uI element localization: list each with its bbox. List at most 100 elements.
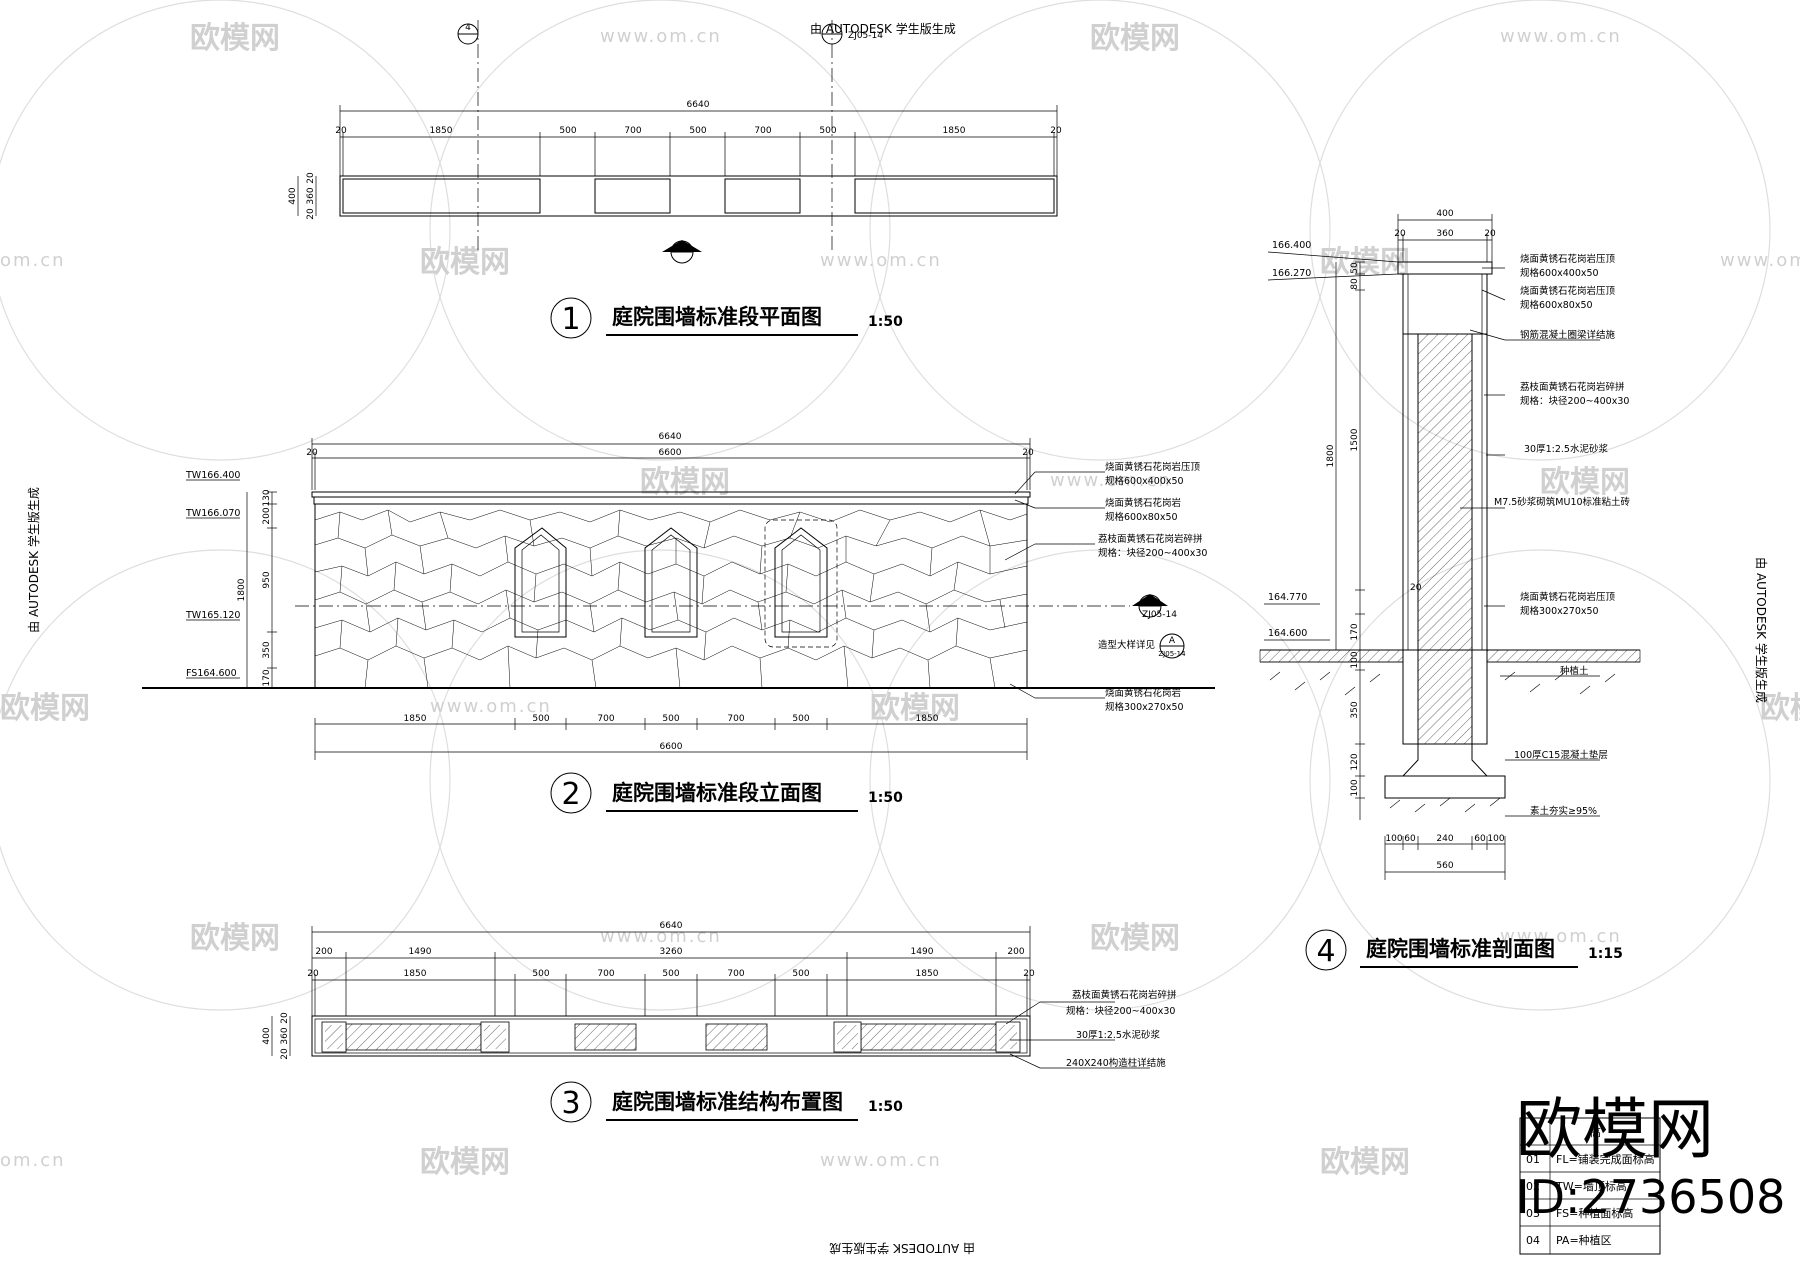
watermark-url: www.om.cn — [600, 926, 722, 947]
section-footing — [1401, 744, 1489, 777]
watermark-brand: 欧模网 — [870, 691, 960, 726]
section-scale: 1:15 — [1588, 946, 1623, 962]
structure-lower-ticks — [314, 974, 1028, 1016]
svg-text:20: 20 — [1023, 969, 1035, 979]
svg-text:1850: 1850 — [404, 714, 427, 724]
svg-text:6640: 6640 — [660, 921, 683, 931]
watermark-brand: 欧模网 — [1540, 465, 1630, 500]
section-notes: 烧面黄锈石花岗岩压顶 规格600x400x50 烧面黄锈石花岗岩压顶 规格600… — [1460, 253, 1631, 817]
svg-text:TW=墙顶标高: TW=墙顶标高 — [1555, 1179, 1627, 1193]
watermark-url: www.om.cn — [600, 26, 722, 47]
dim-plan-seg: 1850 — [943, 126, 966, 136]
section-coping — [1397, 261, 1493, 275]
legend-table: 高 01 FL=铺装完成面标高 02 TW=墙顶标高 03 FS=种植面标高 0… — [1519, 1117, 1661, 1255]
svg-text:03: 03 — [1526, 1207, 1540, 1220]
svg-text:FS164.600: FS164.600 — [186, 668, 237, 679]
plan-scale: 1:50 — [868, 314, 903, 330]
svg-text:FL=铺装完成面标高: FL=铺装完成面标高 — [1556, 1152, 1655, 1166]
plan-number: 1 — [561, 302, 580, 337]
svg-text:240X240构造柱详结施: 240X240构造柱详结施 — [1066, 1057, 1166, 1069]
watermark-url: www.om.cn — [1720, 250, 1800, 271]
dim-plan-depth: 400 — [288, 187, 298, 204]
dim-plan-seg: 500 — [689, 126, 706, 136]
svg-text:烧面黄锈石花岗岩: 烧面黄锈石花岗岩 — [1105, 687, 1181, 699]
svg-text:200: 200 — [315, 947, 332, 957]
svg-text:造型大样详见: 造型大样详见 — [1098, 639, 1155, 651]
svg-text:规格600x400x50: 规格600x400x50 — [1520, 267, 1599, 279]
autodesk-stamp-top: 由 AUTODESK 学生版生成 — [810, 21, 956, 36]
svg-text:荔枝面黄锈石花岗岩碎拼: 荔枝面黄锈石花岗岩碎拼 — [1520, 381, 1625, 393]
watermark-url: www.om.cn — [1500, 26, 1622, 47]
elevation-scale: 1:50 — [868, 790, 903, 806]
svg-text:3260: 3260 — [660, 947, 683, 957]
watermark-brand: 欧模网 — [190, 921, 280, 956]
plan-panel — [594, 178, 671, 214]
plan-wall-outline — [339, 175, 1058, 217]
svg-text:500: 500 — [662, 969, 679, 979]
svg-text:500: 500 — [532, 714, 549, 724]
svg-text:700: 700 — [597, 714, 614, 724]
dim-plan-seg: 700 — [624, 126, 641, 136]
svg-text:100: 100 — [1487, 834, 1504, 844]
svg-text:60: 60 — [1474, 834, 1486, 844]
elev-bottom-ticks — [314, 718, 1028, 760]
svg-text:1850: 1850 — [916, 969, 939, 979]
watermark-arcs — [0, 0, 1771, 1011]
structure-outline — [311, 1015, 1031, 1057]
section-number: 4 — [1316, 934, 1335, 969]
svg-text:240: 240 — [1436, 834, 1453, 844]
watermark-url: www.om.cn — [820, 250, 942, 271]
watermark-url: www.om.cn — [820, 1150, 942, 1171]
dim-plan-total: 6640 — [687, 100, 710, 110]
section-mark-2: 2 — [662, 240, 702, 264]
elev-notes: 烧面黄锈石花岗岩压顶 规格600x400x50 烧面黄锈石花岗岩 规格600x8… — [1004, 461, 1207, 713]
watermark-brand: 欧模网 — [420, 245, 510, 280]
structure-column-hatch — [325, 1025, 1017, 1049]
watermark-url: om.cn — [0, 250, 66, 271]
logo-id: ID:2736508 — [1516, 1170, 1785, 1224]
svg-text:FS=种植面标高: FS=种植面标高 — [1556, 1206, 1633, 1220]
svg-text:166.270: 166.270 — [1272, 268, 1311, 279]
elevation-title: 庭院围墙标准段立面图 — [612, 781, 822, 805]
plan-drawing: 6640 20 1850 500 700 500 700 500 1850 20 — [288, 20, 1062, 339]
svg-text:烧面黄锈石花岗岩压顶: 烧面黄锈石花岗岩压顶 — [1520, 591, 1616, 603]
svg-text:2: 2 — [679, 243, 685, 253]
svg-text:01: 01 — [1526, 1153, 1540, 1166]
svg-text:6600: 6600 — [660, 742, 683, 752]
elev-height-ticks — [267, 491, 277, 689]
svg-text:500: 500 — [792, 969, 809, 979]
logo-brand: 欧模网 — [1516, 1091, 1714, 1168]
structure-number-circle — [550, 1081, 592, 1123]
structure-title: 庭院围墙标准结构布置图 — [612, 1090, 843, 1114]
section-height-ticks — [1355, 261, 1365, 799]
svg-text:950: 950 — [262, 571, 272, 588]
svg-text:200: 200 — [1007, 947, 1024, 957]
svg-text:PA=种植区: PA=种植区 — [1556, 1233, 1612, 1247]
section-title: 庭院围墙标准剖面图 — [1366, 937, 1555, 961]
structure-notes: 荔枝面黄锈石花岗岩碎拼 规格：块径200~400x30 30厚1:2.5水泥砂浆… — [1005, 989, 1177, 1069]
svg-text:规格600x80x50: 规格600x80x50 — [1520, 299, 1593, 311]
svg-text:166.400: 166.400 — [1272, 240, 1311, 251]
svg-text:TW166.400: TW166.400 — [185, 470, 240, 481]
svg-text:20: 20 — [307, 969, 319, 979]
svg-text:TW166.070: TW166.070 — [185, 508, 240, 519]
structure-drawing: 6640 200 1490 3260 1490 200 20 1850 500 … — [262, 921, 1177, 1123]
dim-plan-seg: 500 — [559, 126, 576, 136]
svg-text:规格600x400x50: 规格600x400x50 — [1105, 475, 1184, 487]
svg-text:4: 4 — [465, 23, 471, 33]
elevation-drawing: 6640 6600 20 20 — [142, 432, 1215, 814]
svg-text:500: 500 — [532, 969, 549, 979]
svg-text:1850: 1850 — [916, 714, 939, 724]
watermark-url: www.om.cn — [1050, 470, 1172, 491]
svg-text:560: 560 — [1436, 861, 1453, 871]
plan-title: 庭院围墙标准段平面图 — [612, 305, 822, 329]
svg-text:350: 350 — [1350, 701, 1360, 718]
svg-text:TW165.120: TW165.120 — [185, 610, 240, 621]
svg-text:80: 80 — [1350, 278, 1360, 290]
svg-text:360: 360 — [1436, 229, 1453, 239]
svg-text:荔枝面黄锈石花岗岩碎拼: 荔枝面黄锈石花岗岩碎拼 — [1098, 533, 1203, 545]
section-mark-4-right: ZJ05-14 — [821, 23, 883, 45]
plan-panel — [342, 178, 541, 214]
svg-text:20: 20 — [1484, 229, 1496, 239]
